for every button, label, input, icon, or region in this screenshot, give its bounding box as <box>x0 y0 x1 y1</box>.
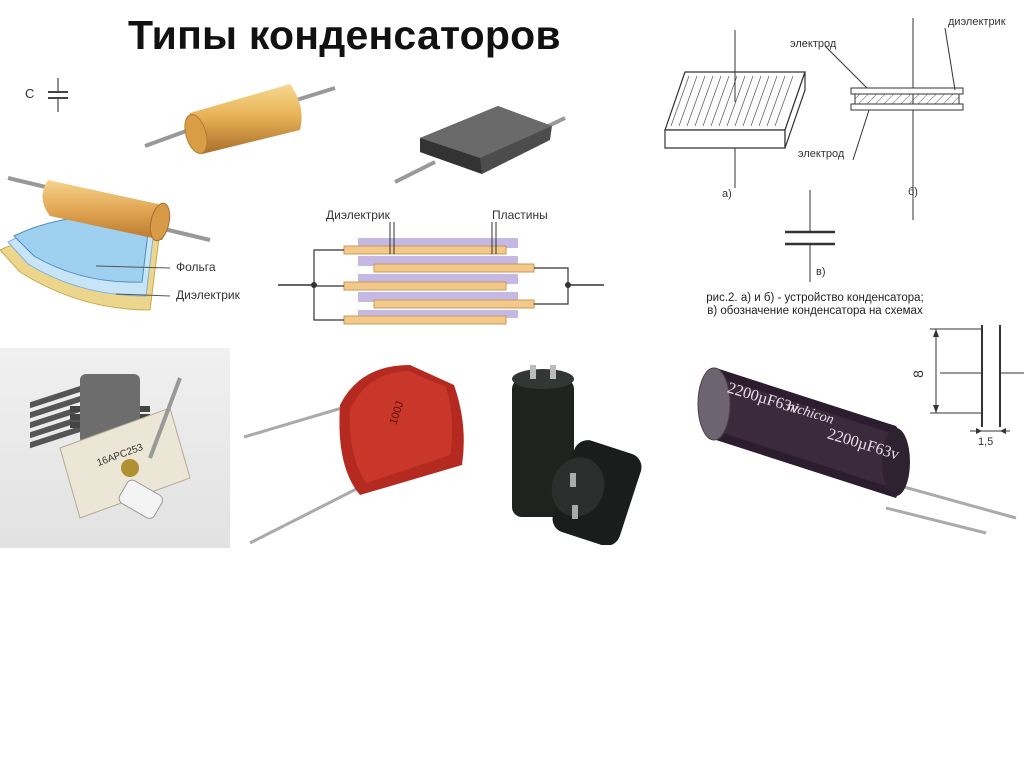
film-capacitor-image <box>243 365 464 545</box>
label-b: б) <box>908 186 918 198</box>
dielectric-layers <box>358 238 518 318</box>
plates-label: Пластины <box>492 208 548 222</box>
film-capacitor-photo: 100J <box>240 355 480 550</box>
foil-dielectric-label: Диэлектрик <box>176 288 240 302</box>
electrode-top-label: электрод <box>790 38 837 50</box>
plates-diagram <box>278 222 604 325</box>
variable-capacitor-image <box>30 374 191 519</box>
foil-label: Фольга <box>176 260 216 274</box>
structure-diagram <box>664 18 964 282</box>
electrolytic-pair-image <box>512 365 642 545</box>
page-title: Типы конденсаторов <box>128 12 561 58</box>
dimension-drawing <box>930 325 1024 434</box>
label-a: а) <box>722 188 732 200</box>
figure-caption: рис.2. а) и б) - устройство конденсатора… <box>665 292 965 318</box>
nichicon-capacitor-photo: 2200µF63v nichicon 2200µF63v <box>686 348 1024 553</box>
section-b <box>824 18 964 220</box>
dimension-gap: 1,5 <box>978 436 994 448</box>
label-v: в) <box>816 266 826 278</box>
foil-capacitor-diagram <box>0 176 211 311</box>
caption-line-1: рис.2. а) и б) - устройство конденсатора… <box>706 292 924 304</box>
nichicon-capacitor-image <box>697 367 1017 535</box>
variable-capacitor-photo: 16АРС253 <box>0 348 230 548</box>
tubular-capacitor-image <box>144 84 336 154</box>
caption-line-2: в) обозначение конденсатора на схемах <box>707 305 923 317</box>
symbol-c-label: С <box>25 86 35 101</box>
plates-dielectric-label: Диэлектрик <box>326 208 390 222</box>
dielectric-label: диэлектрик <box>948 16 1006 28</box>
capacitor-symbol-c: С <box>22 78 82 118</box>
capacitor-symbol-v <box>785 190 835 282</box>
electrode-bottom-label: электрод <box>798 148 845 160</box>
electrolytic-pair-photo <box>500 355 675 545</box>
plate-stack-a <box>664 30 806 188</box>
box-capacitor-image <box>394 106 566 184</box>
capacitor-symbol-icon <box>48 78 68 112</box>
